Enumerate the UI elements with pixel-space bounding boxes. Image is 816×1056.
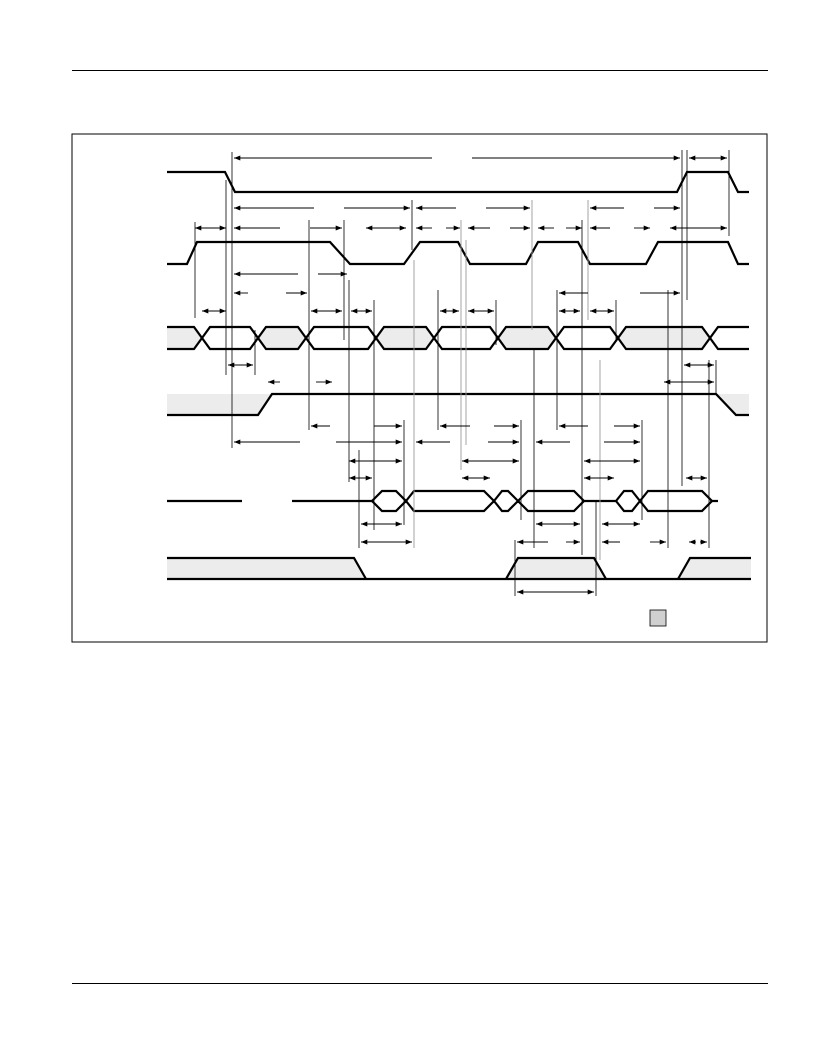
signal-3-shade-5 (618, 327, 710, 349)
signal-3-bus (167, 325, 749, 351)
signal-6-trace-pulses (167, 556, 751, 580)
signal-2-waveform (167, 240, 749, 266)
footer-rule (72, 983, 768, 984)
signal-5-upper-rail (371, 489, 718, 503)
signal-4-waveform (167, 392, 749, 417)
signal-3-shade-2 (258, 327, 306, 349)
signal-4-shade-right (716, 394, 749, 415)
dimension-arrows (195, 155, 727, 595)
signal-3-shade-4 (498, 327, 556, 349)
signal-3-shade-1 (167, 327, 202, 349)
header-rule (72, 70, 768, 71)
signal-4-shade-left (167, 394, 272, 415)
signal-6-shade-right (678, 558, 751, 579)
signal-6-waveform (167, 556, 751, 581)
signal-6-shade-left (167, 558, 366, 579)
signal-3-shade-3 (376, 327, 434, 349)
signal-1-waveform (167, 170, 749, 194)
signal-4-trace (167, 392, 749, 417)
signal-6-shade-middle (506, 558, 606, 579)
reference-lines (194, 150, 730, 596)
shaded-square-icon (649, 609, 667, 627)
signal-5-lower-rail (371, 499, 713, 513)
signal-5-bus (167, 489, 718, 513)
figure-frame (71, 133, 768, 643)
